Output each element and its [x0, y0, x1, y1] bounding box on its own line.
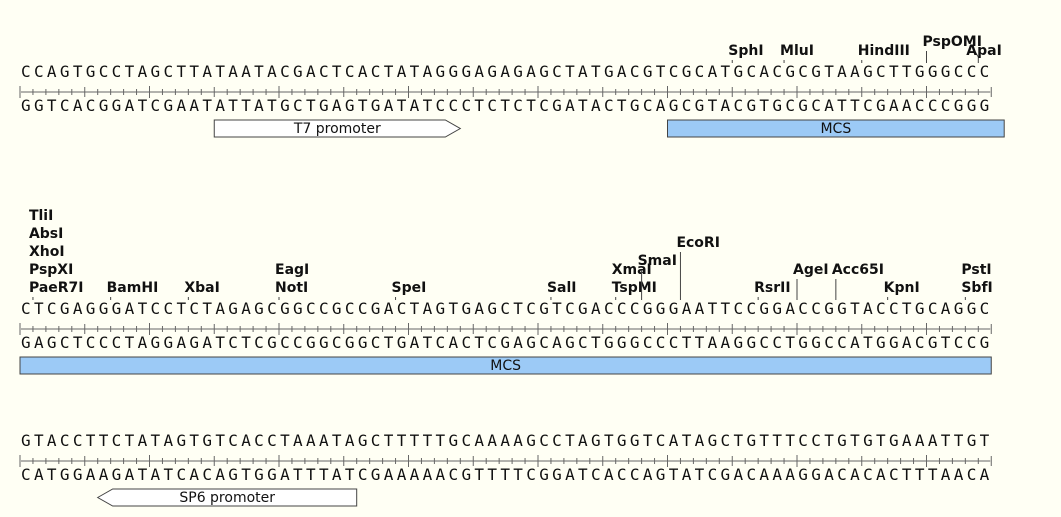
enzyme-label: TliI — [29, 208, 53, 224]
bottom-strand: GAGCTCCCTAGGAGATCTCGCCGGCGGCTGATCACTCGAG… — [21, 333, 989, 352]
site-pspomi: PspOMI — [923, 34, 982, 63]
feature-label: SP6 promoter — [179, 490, 275, 506]
feature-label: MCS — [820, 121, 851, 137]
enzyme-label: SpeI — [392, 280, 427, 296]
enzyme-label: BamHI — [107, 280, 159, 296]
site-leader — [971, 46, 979, 63]
enzyme-label: PaeR7I — [29, 280, 84, 296]
feature-label: MCS — [490, 358, 521, 374]
site-psti: PstI SbfI — [961, 262, 993, 300]
site-bamhi: BamHI — [107, 280, 159, 300]
enzyme-label: Acc65I — [832, 262, 884, 278]
site-kpni: KpnI — [884, 280, 920, 300]
ruler — [19, 323, 992, 335]
feature-sp6-promoter: SP6 promoter — [96, 488, 358, 507]
bottom-strand: GGTCACGGATCGAATATTATGCTGAGTGATATCCCTCTCT… — [21, 96, 989, 115]
site-hindiii: HindIII — [858, 43, 910, 63]
feature-label: T7 promoter — [293, 121, 381, 137]
bottom-strand: CATGGAAGATATCACAGTGGATTTATCGAAAAACGTTTTC… — [21, 465, 990, 484]
enzyme-label: XhoI — [29, 244, 65, 260]
site-ecori: EcoRI — [676, 235, 720, 300]
site-smai: SmaI — [638, 253, 677, 300]
enzyme-label: EcoRI — [676, 235, 719, 251]
enzyme-label: MluI — [780, 43, 814, 59]
site-xbai: XbaI — [184, 280, 220, 300]
enzyme-label: SmaI — [638, 253, 677, 269]
enzyme-label: SphI — [728, 43, 763, 59]
enzyme-label: PspOMI — [923, 34, 982, 50]
top-strand: GTACCTTCTATAGTGTCACCTAAATAGCTTTTTGCAAAAG… — [21, 431, 990, 450]
feature-t7-promoter: T7 promoter — [213, 119, 462, 138]
enzyme-label: XbaI — [184, 280, 219, 296]
top-strand: CCAGTGCCTAGCTTATAATACGACTCACTATAGGGAGAGA… — [21, 62, 989, 81]
enzyme-label: ApaI — [966, 43, 1002, 59]
enzyme-label: EagI — [275, 262, 309, 278]
site-apai: ApaI — [966, 43, 1002, 63]
site-sali: SalI — [547, 280, 577, 300]
site-spei: SpeI — [392, 280, 427, 300]
sequence-row: CCAGTGCCTAGCTTATAATACGACTCACTATAGGGAGAGA… — [19, 34, 1005, 138]
enzyme-label: NotI — [275, 280, 308, 296]
enzyme-label: HindIII — [858, 43, 910, 59]
ruler — [19, 86, 992, 98]
sequence-row: CTCGAGGGATCCTCTAGAGCGGCCGCCGACTAGTGAGCTC… — [19, 208, 993, 375]
site-agei: AgeI — [793, 262, 829, 300]
enzyme-label: PstI — [961, 262, 991, 278]
sequence-row: GTACCTTCTATAGTGTCACCTAAATAGCTTTTTGCAAAAG… — [19, 431, 992, 507]
enzyme-label: RsrII — [754, 280, 790, 296]
site-rsrii: RsrII — [754, 280, 791, 300]
site-eagi: EagI NotI — [275, 262, 309, 300]
feature-mcs: MCS — [19, 356, 992, 375]
enzyme-label: AbsI — [29, 226, 63, 242]
ruler — [19, 455, 992, 467]
enzyme-label: SbfI — [961, 280, 992, 296]
site-sphi: SphI — [728, 43, 764, 63]
site-acc65i: Acc65I — [832, 262, 884, 300]
site-mlui: MluI — [780, 43, 814, 63]
enzyme-label: KpnI — [884, 280, 920, 296]
feature-mcs: MCS — [667, 119, 1005, 138]
top-strand: CTCGAGGGATCCTCTAGAGCGGCCGCCGACTAGTGAGCTC… — [21, 299, 989, 318]
enzyme-label: SalI — [547, 280, 577, 296]
enzyme-label: PspXI — [29, 262, 73, 278]
enzyme-label: AgeI — [793, 262, 829, 278]
enzyme-label: TspMI — [612, 280, 657, 296]
site-tlii: TliI AbsI XhoI PspXI PaeR7I — [29, 208, 84, 300]
